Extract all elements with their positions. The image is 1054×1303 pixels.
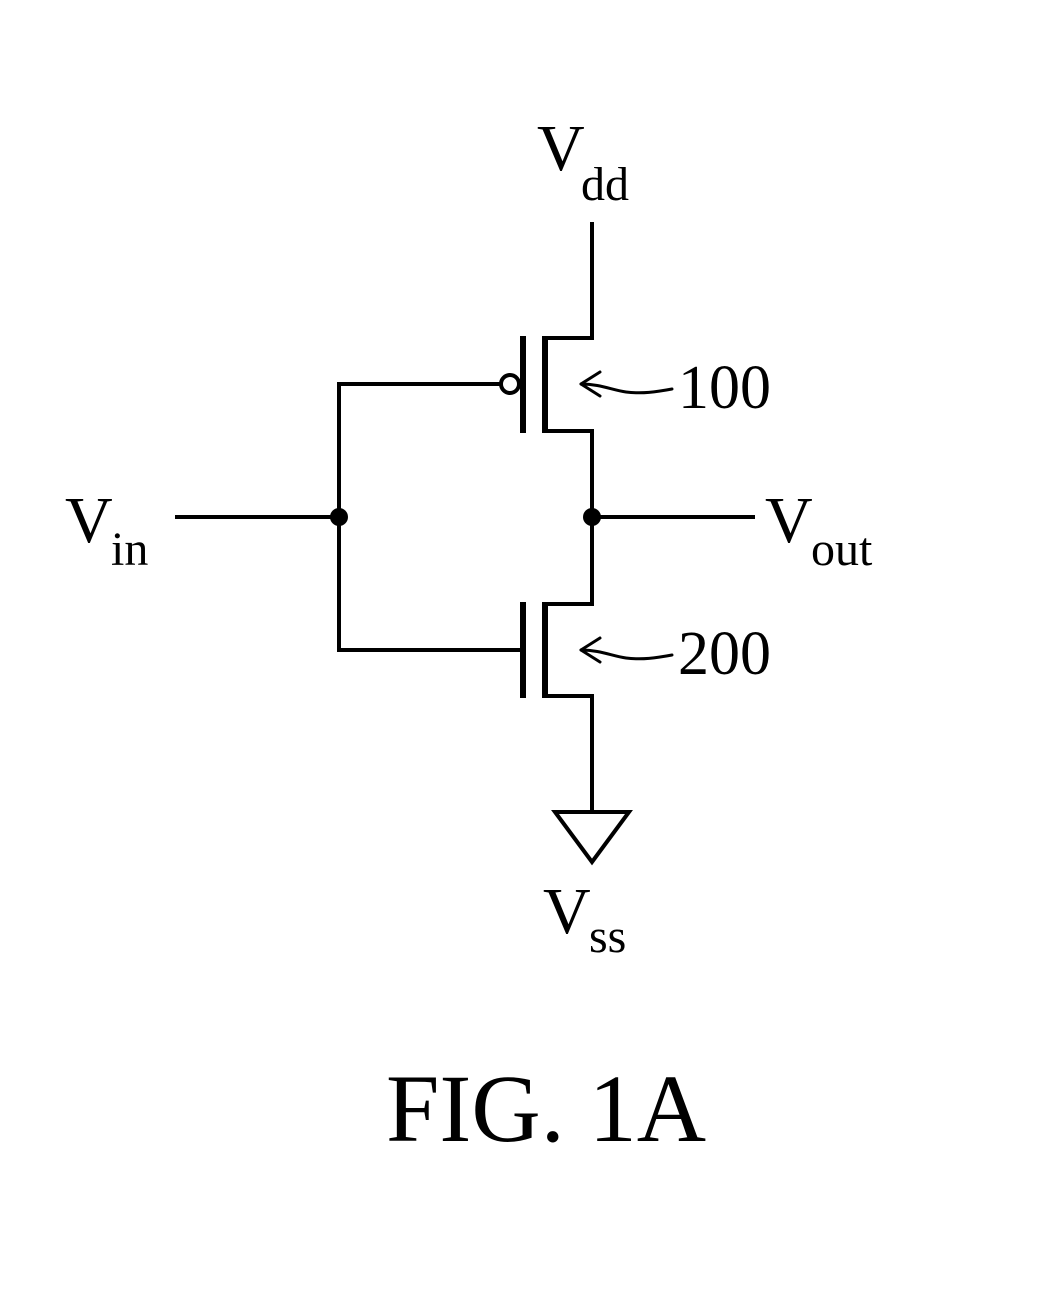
figure-caption: FIG. 1A [386,1055,706,1162]
pmos-gate-wire [339,384,501,517]
svg-text:dd: dd [581,158,629,211]
vin-label: V in [65,484,148,576]
pmos-transistor [501,336,592,433]
svg-text:ss: ss [589,910,626,963]
nmos-gate-wire [339,517,523,650]
ground-symbol [555,812,629,862]
pmos-gate-bubble [501,375,519,393]
svg-text:in: in [111,523,148,576]
vdd-label: V dd [537,112,629,211]
pmos-ref-leader [581,372,672,396]
svg-text:V: V [537,112,585,185]
svg-text:V: V [765,484,813,557]
svg-text:V: V [65,484,113,557]
svg-text:out: out [811,523,873,576]
vss-label: V ss [543,875,626,963]
svg-text:V: V [543,875,591,948]
nmos-ref-label: 200 [678,620,771,688]
nmos-ref-leader [581,638,672,662]
output-junction-dot [583,508,601,526]
vout-label: V out [765,484,873,576]
pmos-ref-label: 100 [678,354,771,422]
